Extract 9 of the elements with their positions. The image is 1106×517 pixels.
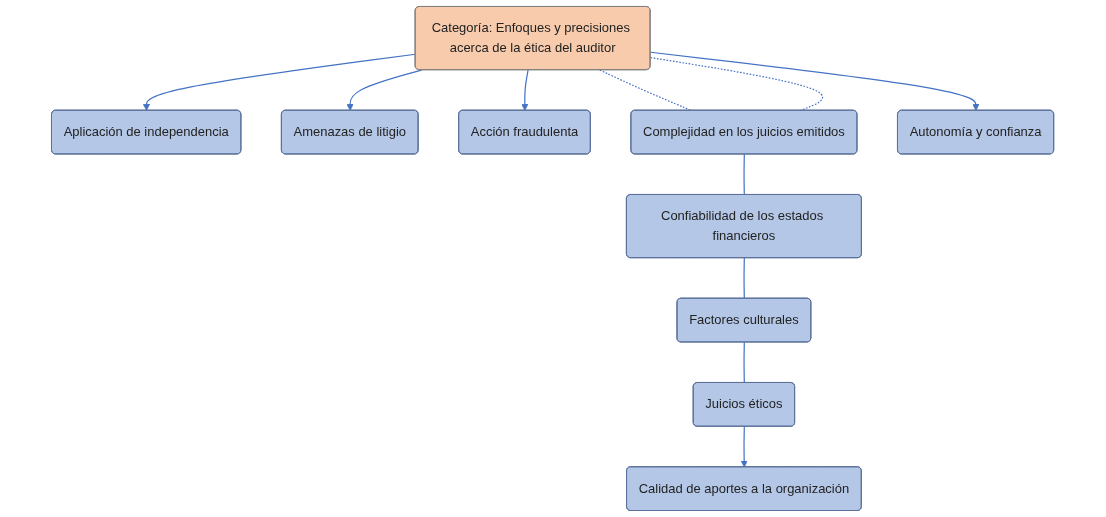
arrow — [741, 426, 749, 468]
connector — [743, 153, 746, 196]
arrow — [521, 69, 530, 111]
arrow — [346, 69, 423, 111]
connector — [743, 341, 746, 384]
connector — [743, 257, 746, 300]
connector — [650, 57, 824, 112]
arrow — [650, 51, 980, 111]
arrow — [143, 53, 417, 111]
